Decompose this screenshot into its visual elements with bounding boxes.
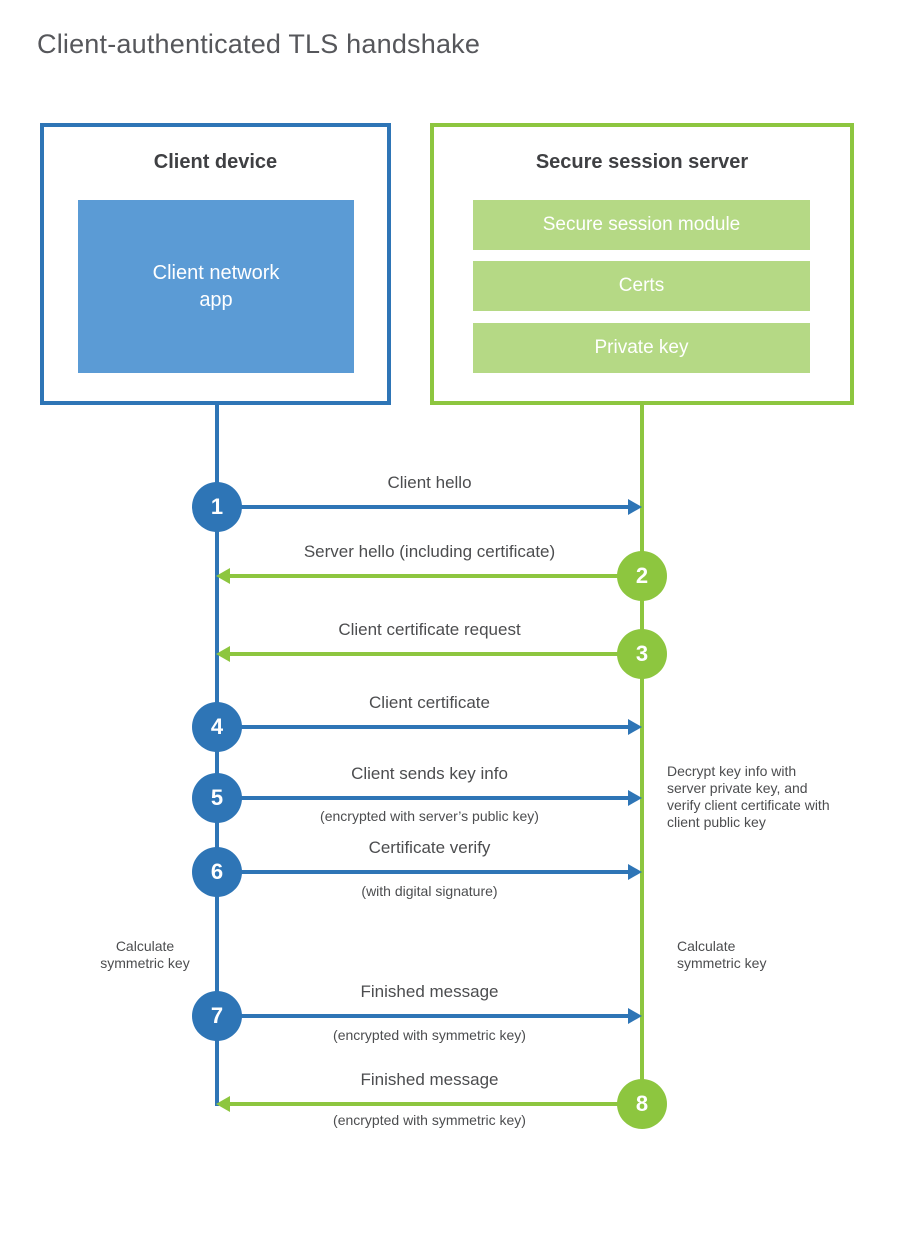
step-1-number: 1 — [210, 494, 224, 519]
step-2-arrowhead-icon — [216, 568, 230, 584]
page-title: Client-authenticated TLS handshake — [37, 29, 481, 59]
step-6-arrowhead-icon — [628, 864, 642, 880]
server-module-secure-session-label: Secure session module — [542, 214, 741, 235]
step-4-number: 4 — [210, 714, 224, 739]
server-module-certs: Certs — [473, 261, 810, 311]
step-7-arrow — [217, 1014, 628, 1018]
step-8-label: Finished message — [360, 1070, 499, 1089]
step-1-arrow — [217, 505, 628, 509]
step-1-label: Client hello — [387, 473, 472, 492]
note-calculate-symmetric-key-client: Calculate symmetric key — [100, 938, 190, 971]
step-2-arrow — [230, 574, 642, 578]
step-7-badge: 7 — [192, 991, 242, 1041]
step-2-label: Server hello (including certificate) — [303, 542, 556, 561]
step-1-badge: 1 — [192, 482, 242, 532]
step-7-number: 7 — [210, 1003, 224, 1028]
step-7-sublabel: (encrypted with symmetric key) — [333, 1027, 526, 1043]
step-8-sublabel: (encrypted with symmetric key) — [333, 1112, 526, 1128]
step-5-arrowhead-icon — [628, 790, 642, 806]
step-5-sublabel: (encrypted with server’s public key) — [320, 808, 539, 824]
step-3-badge: 3 — [617, 629, 667, 679]
client-lifeline — [215, 404, 219, 1106]
step-3-number: 3 — [635, 641, 649, 666]
note-decrypt-key-info: Decrypt key info with server private key… — [667, 763, 830, 830]
server-module-private-key: Private key — [473, 323, 810, 373]
client-network-app-label: Client network app — [152, 261, 280, 311]
step-3-arrowhead-icon — [216, 646, 230, 662]
step-7-label: Finished message — [360, 982, 499, 1001]
client-device-title: Client device — [153, 151, 278, 173]
step-6-arrow — [217, 870, 628, 874]
step-6-badge: 6 — [192, 847, 242, 897]
secure-session-server-title: Secure session server — [535, 151, 749, 173]
step-6-sublabel: (with digital signature) — [361, 883, 498, 899]
step-8-number: 8 — [635, 1091, 649, 1116]
step-3-arrow — [230, 652, 642, 656]
step-5-number: 5 — [210, 785, 224, 810]
server-lifeline — [640, 404, 644, 1127]
step-2-number: 2 — [635, 563, 649, 588]
step-5-label: Client sends key info — [351, 764, 508, 783]
step-7-arrowhead-icon — [628, 1008, 642, 1024]
step-5-badge: 5 — [192, 773, 242, 823]
server-module-certs-label: Certs — [618, 275, 665, 296]
note-calculate-symmetric-key-server: Calculate symmetric key — [677, 938, 767, 971]
client-network-app-module: Client network app — [78, 200, 354, 373]
step-8-badge: 8 — [617, 1079, 667, 1129]
step-4-badge: 4 — [192, 702, 242, 752]
step-2-badge: 2 — [617, 551, 667, 601]
server-module-secure-session: Secure session module — [473, 200, 810, 250]
step-4-arrow — [217, 725, 628, 729]
step-6-number: 6 — [210, 859, 224, 884]
step-1-arrowhead-icon — [628, 499, 642, 515]
step-8-arrowhead-icon — [216, 1096, 230, 1112]
step-6-label: Certificate verify — [368, 838, 491, 857]
server-module-private-key-label: Private key — [594, 337, 689, 358]
step-3-label: Client certificate request — [338, 620, 521, 639]
step-4-label: Client certificate — [369, 693, 490, 712]
step-8-arrow — [230, 1102, 642, 1106]
step-5-arrow — [217, 796, 628, 800]
step-4-arrowhead-icon — [628, 719, 642, 735]
